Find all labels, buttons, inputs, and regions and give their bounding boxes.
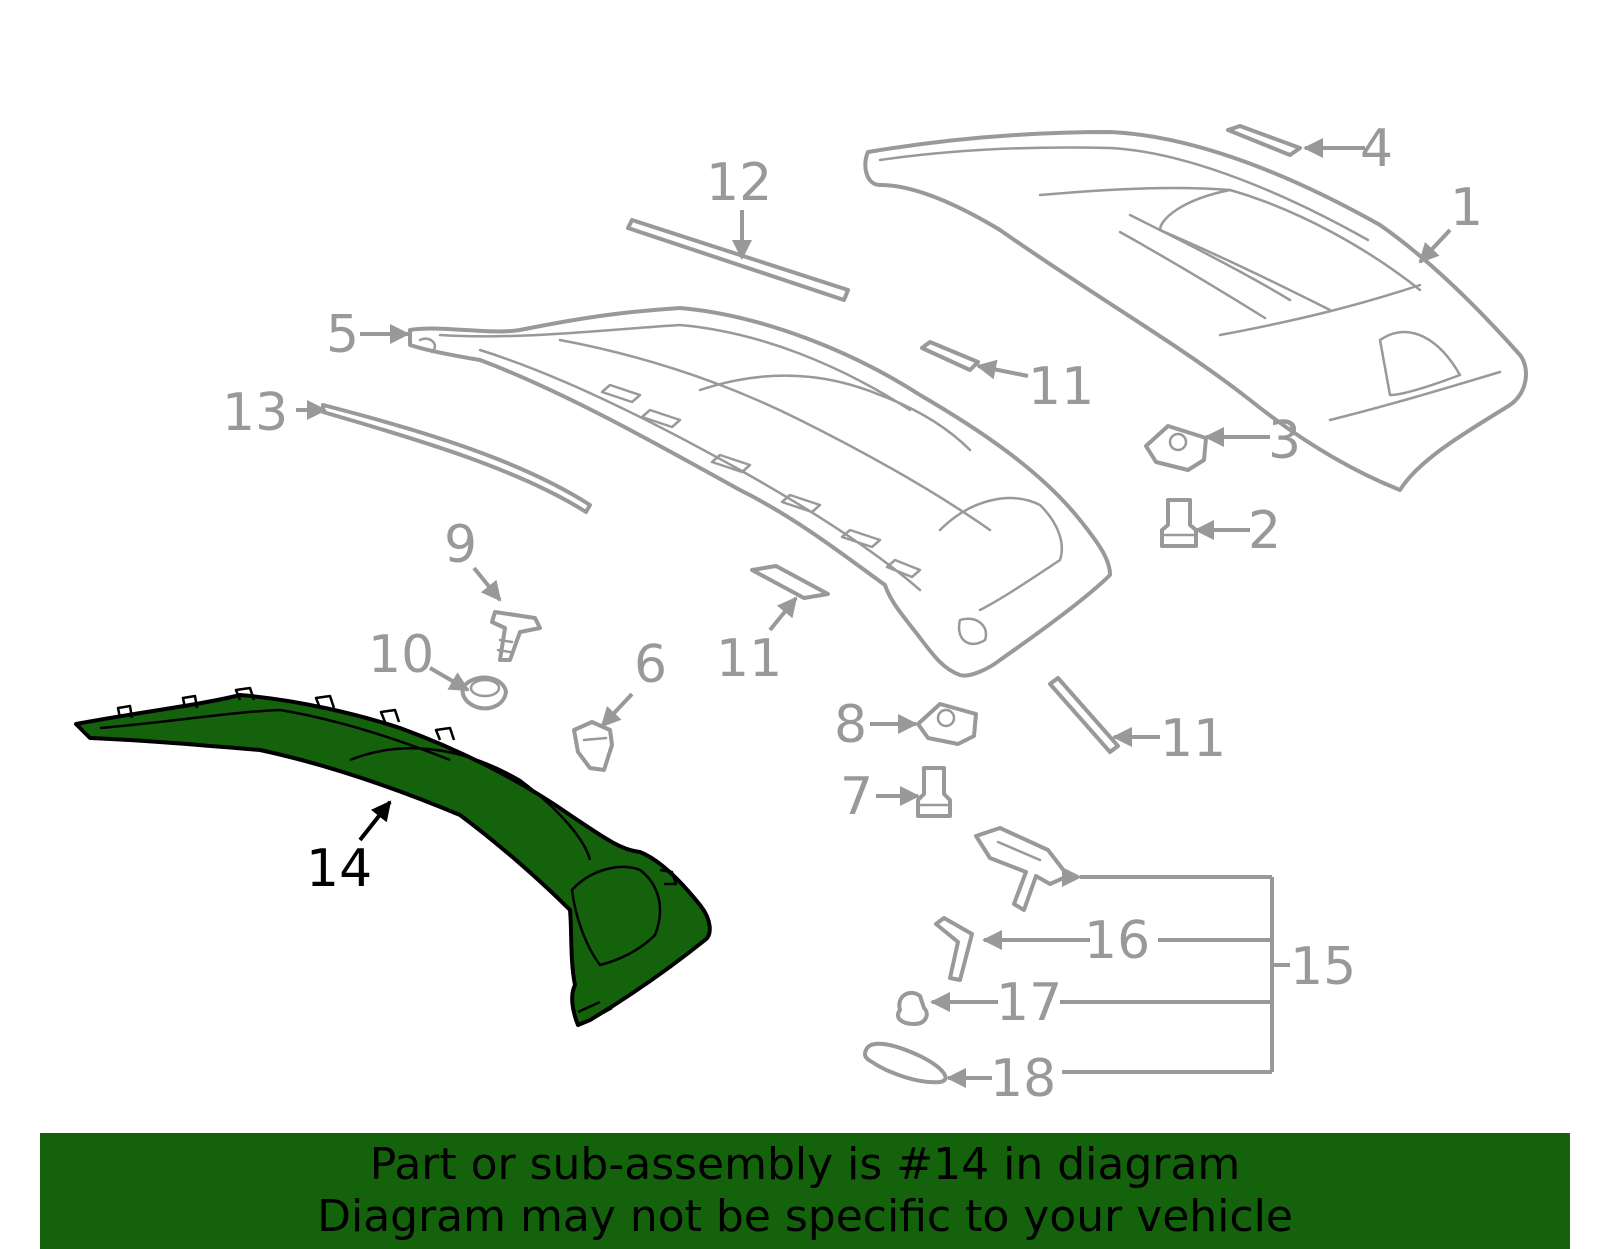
part-16-bracket: [934, 916, 974, 982]
callout-9: 9: [444, 515, 477, 575]
callout-2: 2: [1248, 501, 1281, 561]
callout-11-a: 11: [1028, 357, 1094, 417]
part-13-seal-strip: [321, 403, 592, 514]
callout-7: 7: [840, 767, 873, 827]
part-7-bolt: [916, 766, 952, 818]
callout-11-c: 11: [1160, 709, 1226, 769]
info-banner: Part or sub-assembly is #14 in diagram D…: [40, 1133, 1570, 1249]
callout-5: 5: [326, 305, 359, 365]
part-15-bracket: [974, 826, 1070, 912]
callout-12: 12: [706, 153, 772, 213]
callout-16: 16: [1084, 911, 1150, 971]
part-8-nut-clip: [916, 702, 978, 746]
part-4-pad: [1226, 124, 1302, 157]
callout-18: 18: [990, 1049, 1056, 1109]
part-6-clip: [572, 720, 614, 772]
part-11-strip-c: [1048, 676, 1120, 754]
callout-3: 3: [1268, 411, 1301, 471]
part-18-gasket: [862, 1041, 948, 1085]
part-2-bolt: [1160, 498, 1198, 548]
callout-10: 10: [368, 625, 434, 685]
part-11-pad-a: [920, 340, 980, 372]
callout-13: 13: [222, 383, 288, 443]
part-3-nut-clip: [1144, 424, 1208, 472]
part-1-deck-lid: [863, 130, 1528, 492]
part-9-push-clip: [490, 610, 542, 662]
callout-8: 8: [834, 695, 867, 755]
part-12-seal-strip: [626, 218, 850, 302]
part-5-inner-frame: [408, 306, 1112, 678]
callout-6: 6: [634, 635, 667, 695]
part-14-trim-panel-highlighted: [74, 686, 712, 1027]
part-11-pad-b: [750, 564, 830, 600]
part-10-grommet: [460, 675, 508, 711]
banner-line-1: Part or sub-assembly is #14 in diagram: [369, 1139, 1241, 1190]
callout-1: 1: [1450, 178, 1483, 238]
callout-15: 15: [1290, 937, 1356, 997]
leader-lines: [296, 138, 1452, 1088]
banner-line-2: Diagram may not be specific to your vehi…: [317, 1191, 1293, 1242]
callout-labels: 1 2 3 4 5 6 7 8 9 10 11 11 11 12 13 14 1…: [222, 119, 1483, 1109]
callout-11-b: 11: [716, 629, 782, 689]
callout-17: 17: [996, 973, 1062, 1033]
part-17-push-pin: [895, 990, 929, 1026]
callout-4: 4: [1360, 119, 1393, 179]
callout-14: 14: [306, 839, 372, 899]
